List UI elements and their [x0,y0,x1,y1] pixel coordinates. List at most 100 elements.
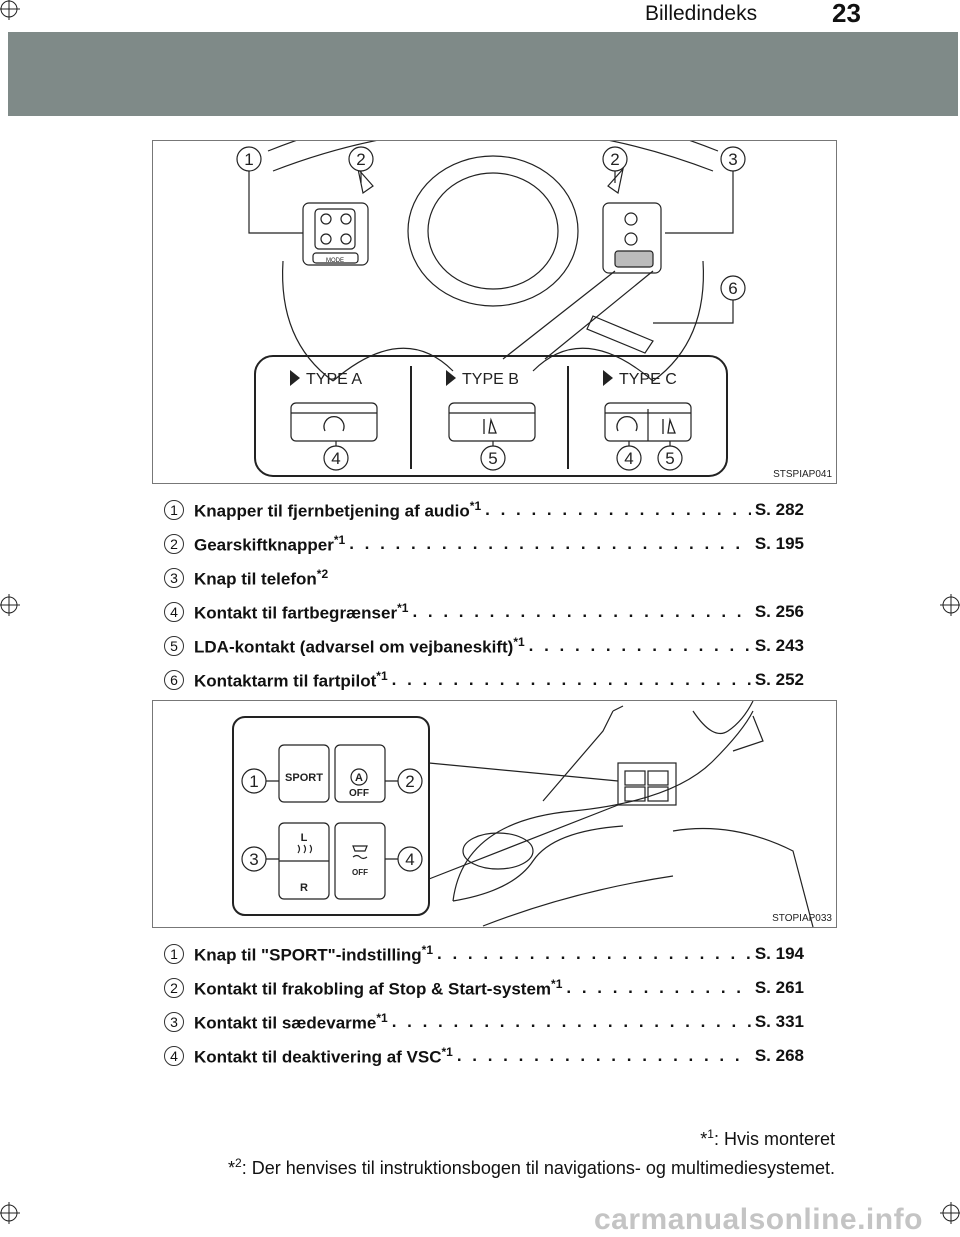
a-label: A [355,772,363,784]
page-header-title: Billedindeks [645,2,758,25]
center-console-figure: 1 2 3 4 SPORT A OFF L R OFF STOPIAP033 [152,700,837,928]
callout-6: 6 [728,279,737,298]
callout-2: 2 [356,150,365,169]
watermark: carmanualsonline.info [594,1203,923,1236]
page-reference: S. 194 [754,944,804,963]
list-item: 1 Knap til "SPORT"-indstilling*1 S. 194 [164,937,804,971]
footnote-1: *1: Hvis monteret [700,1127,835,1149]
triangle-icon [603,370,613,386]
callout-1-circle [236,146,262,172]
list-item: 3 Knap til telefon*2 [164,561,804,595]
item-number: 1 [164,500,184,520]
crop-mark-icon [0,1202,20,1224]
page-reference: S. 256 [754,602,804,621]
callout-4: 4 [405,850,414,869]
center-console-illustration: 1 2 3 4 SPORT A OFF L R OFF [232,700,814,928]
item-number: 4 [164,602,184,622]
item-number: 2 [164,534,184,554]
item-label: Kontakt til frakobling af Stop & Start-s… [194,976,563,999]
page-reference: S. 195 [754,534,804,553]
page-reference: S. 268 [754,1046,804,1065]
crop-mark-icon [0,594,20,616]
crop-mark-icon [0,0,20,20]
mode-button-label: MODE [326,258,344,264]
page-reference: S. 331 [754,1012,804,1031]
item-label: Knap til telefon*2 [194,566,329,589]
callout-1: 1 [244,150,253,169]
page-reference: S. 282 [754,500,804,519]
item-label: Knap til "SPORT"-indstilling*1 [194,942,434,965]
seat-heater-icon [297,844,313,854]
callout-6-circle [720,275,746,301]
item-number: 6 [164,670,184,690]
callout-4: 4 [331,449,340,468]
type-b-label: TYPE B [462,371,519,388]
item-label: LDA-kontakt (advarsel om vejbaneskift)*1 [194,634,525,657]
figure-id: STSPIAP041 [773,469,832,480]
steering-wheel-figure: 1 2 2 3 6 4 5 4 5 TYPE A TYPE B TYPE C M… [152,105,837,484]
triangle-icon [290,370,300,386]
page-header: Billedindeks 23 [0,0,960,116]
vsc-icon [352,845,368,860]
lane-departure-icon [483,417,497,434]
callout-2-circle [348,146,374,172]
callout-5: 5 [488,449,497,468]
list-item: 4 Kontakt til fartbegrænser*1 S. 256 [164,595,804,629]
vsc-off-label: OFF [352,868,368,877]
page-reference: S. 243 [754,636,804,655]
list-item: 6 Kontaktarm til fartpilot*1 S. 252 [164,663,804,697]
console-items-list: 1 Knap til "SPORT"-indstilling*1 S. 194 … [164,937,804,1073]
footnotes: *1: Hvis monteret *2: Der henvises til i… [228,1122,835,1180]
callout-3-circle [241,846,267,872]
stop-start-off-label: OFF [349,788,369,799]
item-label: Kontakt til deaktivering af VSC*1 [194,1044,453,1067]
list-item: 2 Kontakt til frakobling af Stop & Start… [164,971,804,1005]
list-item: 4 Kontakt til deaktivering af VSC*1 S. 2… [164,1039,804,1073]
callout-4b: 4 [624,449,633,468]
callout-3: 3 [728,150,737,169]
list-item: 3 Kontakt til sædevarme*1 S. 331 [164,1005,804,1039]
type-a-label: TYPE A [306,371,362,388]
callout-4b-circle [616,445,642,471]
item-number: 4 [164,1046,184,1066]
header-band [8,32,958,116]
callout-2b-circle [602,146,628,172]
callout-2-circle [397,768,423,794]
page-reference: S. 261 [754,978,804,997]
item-number: 2 [164,978,184,998]
steering-wheel-illustration: 1 2 2 3 6 4 5 4 5 TYPE A TYPE B TYPE C M… [236,105,746,477]
seat-heater-l-label: L [301,832,308,844]
crop-mark-icon [940,1202,960,1224]
speed-limiter-icon [616,415,638,432]
list-item: 5 LDA-kontakt (advarsel om vejbaneskift)… [164,629,804,663]
callout-2: 2 [405,772,414,791]
callout-1-circle [241,768,267,794]
item-label: Kontakt til sædevarme*1 [194,1010,388,1033]
lane-departure-icon [662,417,676,434]
item-label: Kontaktarm til fartpilot*1 [194,668,388,691]
speed-limiter-icon [323,415,345,432]
page-reference: S. 252 [754,670,804,689]
item-number: 3 [164,568,184,588]
callout-1: 1 [249,772,258,791]
item-number: 1 [164,944,184,964]
triangle-icon [446,370,456,386]
callout-5b: 5 [665,449,674,468]
figure-id: STOPIAP033 [772,913,832,924]
sport-button-label: SPORT [285,772,323,784]
type-c-label: TYPE C [619,371,677,388]
item-label: Gearskiftknapper*1 [194,532,346,555]
seat-heater-r-label: R [300,882,308,894]
item-number: 3 [164,1012,184,1032]
item-number: 5 [164,636,184,656]
callout-5b-circle [657,445,683,471]
page-number: 23 [832,0,861,28]
callout-2b: 2 [610,150,619,169]
crop-mark-icon [940,594,960,616]
list-item: 1 Knapper til fjernbetjening af audio*1 … [164,493,804,527]
callout-3: 3 [249,850,258,869]
list-item: 2 Gearskiftknapper*1 S. 195 [164,527,804,561]
callout-4-circle [323,445,349,471]
item-label: Knapper til fjernbetjening af audio*1 [194,498,482,521]
steering-items-list: 1 Knapper til fjernbetjening af audio*1 … [164,493,804,697]
